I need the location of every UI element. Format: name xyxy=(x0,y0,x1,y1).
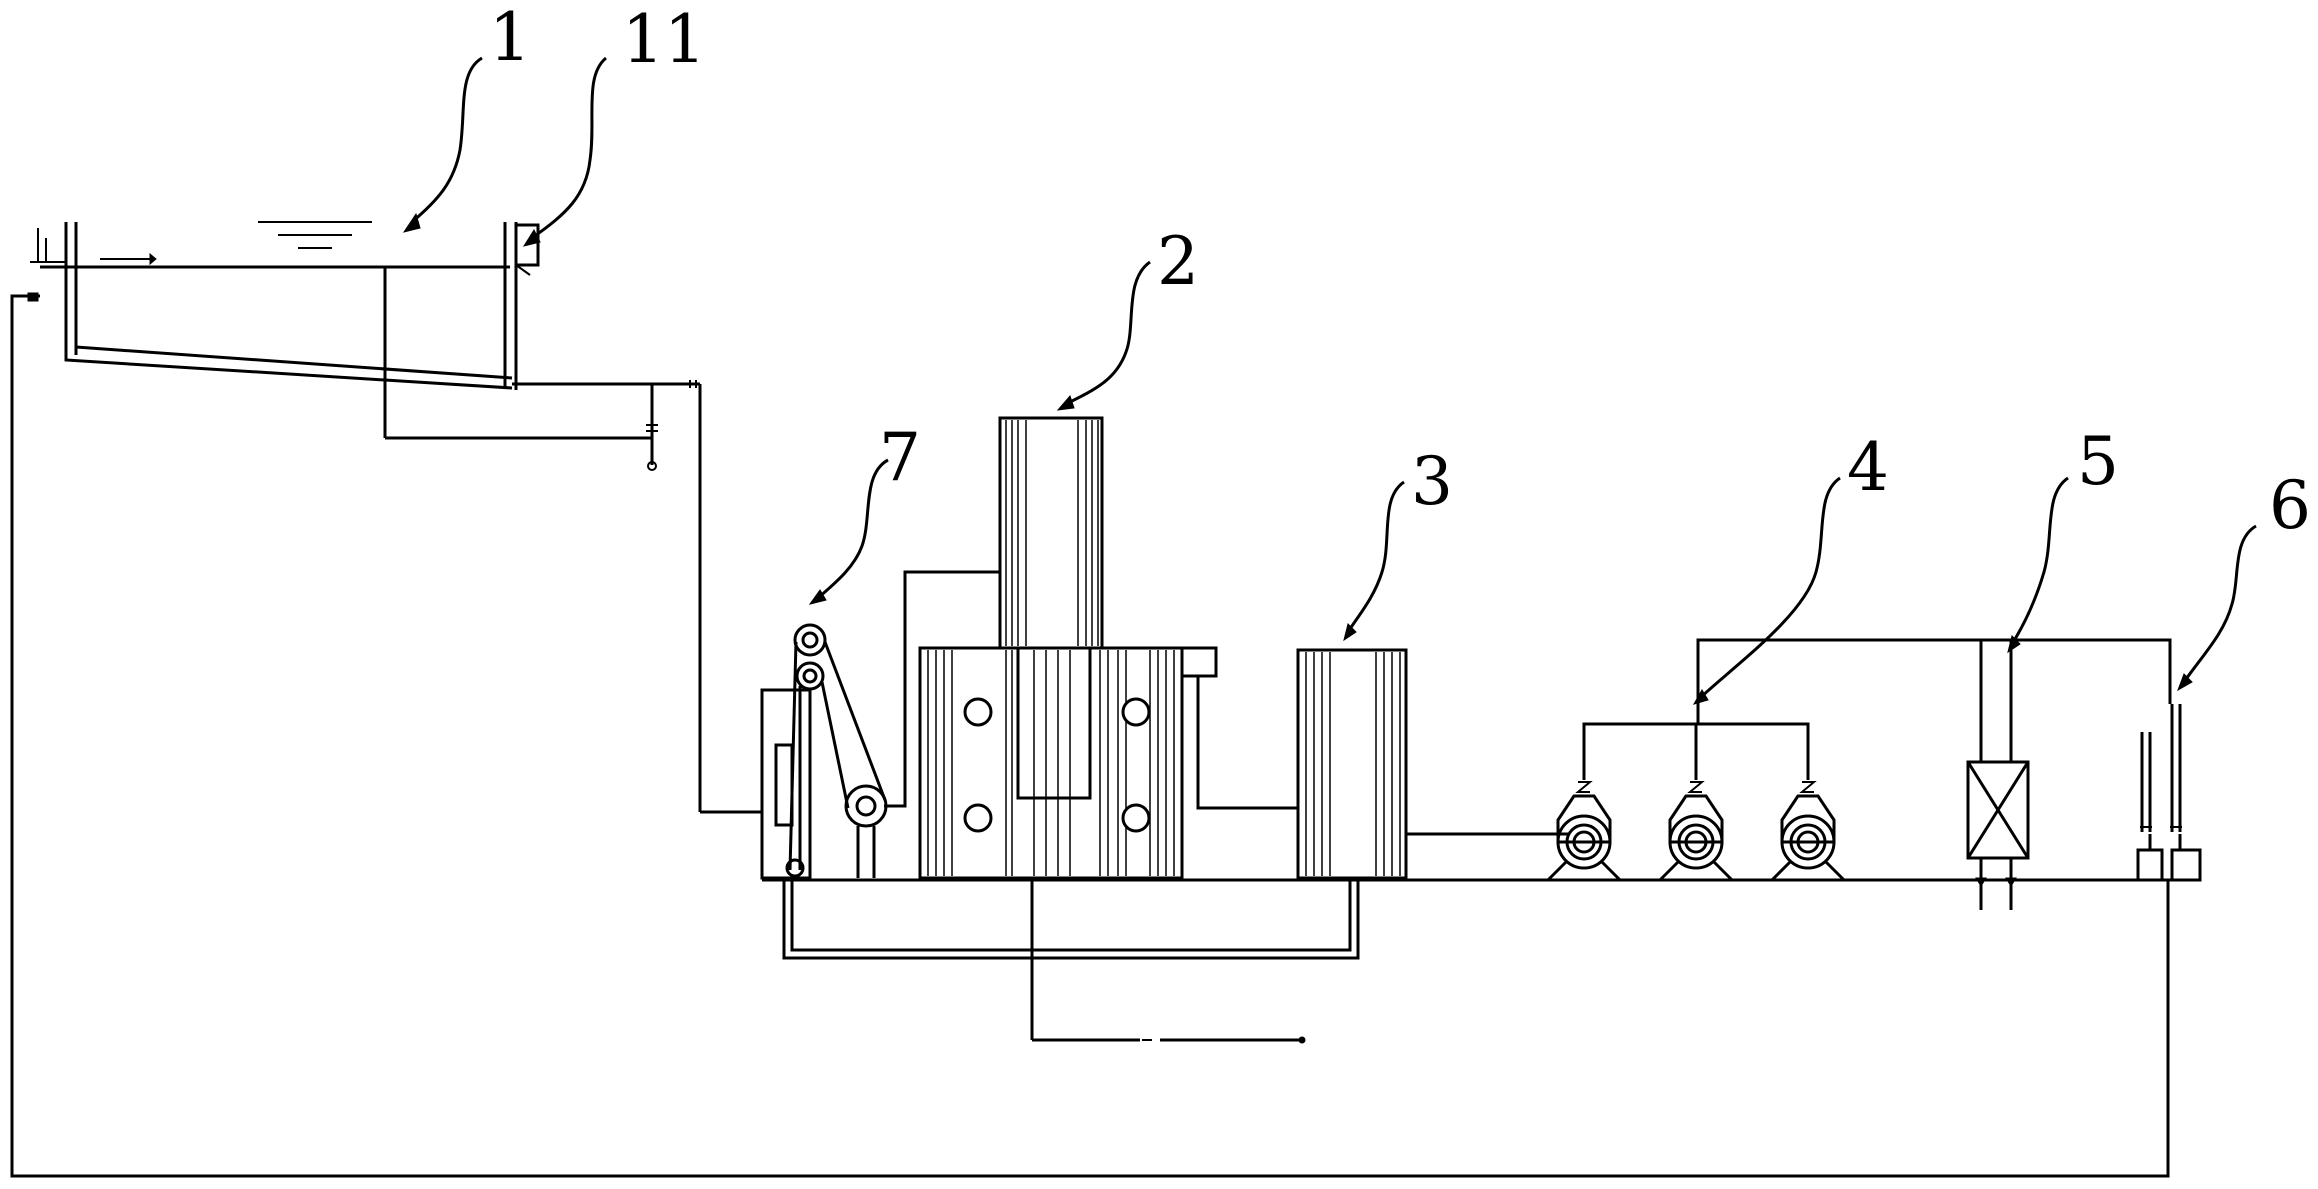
label-tower: 2 xyxy=(1157,223,1199,300)
label-belt-press: 7 xyxy=(879,419,921,496)
label-outlet-pipe: 6 xyxy=(2269,467,2311,544)
label-filter: 5 xyxy=(2077,423,2119,500)
outlet-pipes xyxy=(2136,704,2202,882)
base-lines xyxy=(10,292,2200,1178)
belt-press xyxy=(760,570,1000,880)
treatment-tower xyxy=(918,416,1306,1044)
settling-tank xyxy=(30,221,652,440)
leader-lines xyxy=(402,56,2257,705)
label-tank: 1 xyxy=(489,0,531,76)
filter-unit xyxy=(1966,640,2030,910)
treatment-column xyxy=(1296,648,1570,880)
label-pumps: 4 xyxy=(1847,429,1889,506)
callout-labels: 1 11 2 3 4 5 6 7 xyxy=(489,0,2311,544)
label-overflow-weir: 11 xyxy=(622,1,706,78)
pump-group xyxy=(1546,638,2172,882)
overflow-weir xyxy=(514,223,540,276)
label-column: 3 xyxy=(1411,443,1453,520)
tank-outlet-pipes xyxy=(512,380,762,814)
